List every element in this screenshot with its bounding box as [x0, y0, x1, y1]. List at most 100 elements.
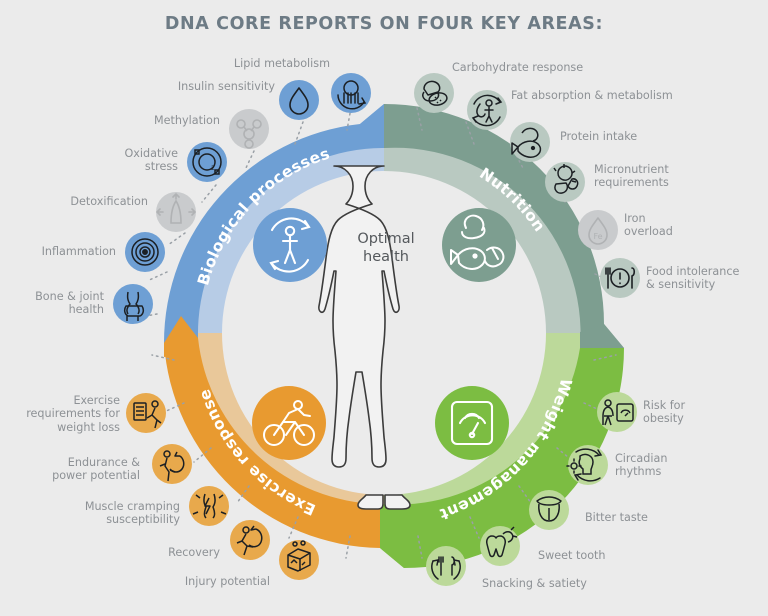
label-endurance-power: Endurance & power potential — [52, 456, 140, 483]
arc-nutrition-path — [384, 104, 624, 348]
label-exercise-requirements: Exercise requirements for weight loss — [26, 394, 120, 434]
label-muscle-cramping: Muscle cramping susceptibility — [84, 500, 180, 527]
label-recovery: Recovery — [168, 546, 220, 559]
oxygen-atom-icon: 2 — [192, 147, 222, 177]
inner-band-nutrition — [384, 123, 594, 333]
label-carbohydrate-response: Carbohydrate response — [452, 61, 584, 74]
satellite-exercise-requirements[interactable] — [126, 393, 166, 433]
person-cycle-icon — [269, 217, 311, 273]
center-line-1: Optimal — [357, 231, 415, 247]
droplet-icon — [289, 87, 309, 115]
detox-arrows-icon — [156, 193, 196, 224]
satellite-carbohydrate-response[interactable] — [414, 73, 454, 113]
satellite-endurance-power[interactable] — [152, 444, 192, 484]
concentric-rings-icon — [131, 238, 159, 266]
molecule-icon — [236, 119, 262, 149]
label-circadian-rhythms: Circadian rhythms — [615, 452, 668, 479]
label-micronutrient-requirements: Micronutrient requirements — [594, 163, 669, 190]
vegetables-icon — [553, 164, 579, 194]
inner-band-weight — [384, 333, 594, 543]
satellite-injury-potential[interactable] — [279, 540, 319, 580]
satellite-snacking-satiety[interactable] — [426, 546, 466, 586]
fish-bread-pill-icon — [450, 214, 505, 270]
label-iron-overload: Iron overload — [624, 212, 673, 239]
arc-biological-arrow-tip — [360, 104, 384, 148]
label-inflammation: Inflammation — [41, 245, 116, 258]
satellite-bone-joint-health[interactable] — [113, 284, 153, 324]
label-methylation: Methylation — [153, 114, 220, 127]
satellite-sweet-tooth[interactable] — [480, 526, 520, 566]
label-bitter-taste: Bitter taste — [585, 511, 648, 524]
label-detoxification: Detoxification — [70, 195, 148, 208]
label-oxidative-stress: Oxidative stress — [124, 147, 179, 174]
endurance-icon — [159, 450, 185, 482]
satellite-risk-obesity[interactable] — [597, 392, 637, 432]
satellite-muscle-cramping[interactable] — [189, 486, 229, 526]
inner-band-biological — [174, 123, 384, 333]
plate-cutlery-icon — [605, 267, 636, 289]
label-bone-joint-health: Bone & joint health — [35, 290, 104, 317]
label-fat-absorption: Fat absorption & metabolism — [511, 89, 673, 102]
cutlery-cycle-icon — [431, 556, 461, 580]
satellite-insulin-sensitivity[interactable] — [279, 80, 319, 120]
svg-text:Fe: Fe — [593, 232, 602, 241]
hub-icon-nutrition[interactable] — [442, 208, 516, 282]
hub-icon-biological[interactable] — [253, 208, 327, 282]
recovery-icon — [236, 525, 263, 556]
label-food-intolerance: Food intolerance & sensitivity — [646, 265, 740, 292]
muscle-cramp-icon — [192, 493, 227, 519]
arc-weight-arrow-tip — [380, 504, 404, 568]
arc-exercise-response[interactable] — [164, 316, 380, 548]
satellite-oxidative-stress[interactable]: 2 — [187, 142, 227, 182]
label-snacking-satiety: Snacking & satiety — [482, 577, 587, 590]
satellite-lipid-metabolism[interactable] — [331, 73, 371, 113]
arc-weight-path — [380, 348, 624, 568]
satellite-iron-overload[interactable]: Fe — [578, 210, 618, 250]
svg-text:2: 2 — [211, 165, 215, 172]
label-injury-potential: Injury potential — [184, 575, 270, 588]
inner-band-exercise — [174, 333, 384, 543]
cyclist-icon — [263, 400, 315, 446]
center-line-2: health — [363, 249, 409, 265]
bathroom-scale-icon — [450, 400, 494, 446]
bread-potato-icon — [422, 80, 448, 106]
arc-weight-management[interactable] — [380, 348, 624, 568]
center-optimal-health: Optimal health — [336, 230, 436, 266]
satellite-recovery[interactable] — [230, 520, 270, 560]
runner-weight-icon — [133, 400, 162, 429]
iron-droplet-icon: Fe — [588, 217, 608, 245]
arc-exercise-path — [164, 338, 380, 548]
inner-light-ring — [174, 123, 594, 543]
satellite-detoxification[interactable] — [156, 192, 196, 232]
hub-icon-weight[interactable] — [435, 386, 509, 460]
head-cycle-icon — [566, 448, 603, 482]
knee-joint-icon — [123, 291, 145, 321]
body-fat-cycle-icon — [471, 94, 503, 127]
label-lipid-metabolism: Lipid metabolism — [233, 57, 330, 70]
label-insulin-sensitivity: Insulin sensitivity — [177, 80, 275, 93]
fish-meat-icon — [511, 127, 542, 158]
lipid-cycle-icon — [337, 80, 367, 110]
satellite-micronutrient[interactable] — [545, 162, 585, 202]
candy-tooth-icon — [486, 526, 518, 558]
satellite-circadian-rhythms[interactable] — [566, 445, 608, 485]
satellite-protein-intake[interactable] — [510, 122, 550, 162]
satellite-bitter-taste[interactable] — [529, 490, 569, 530]
body-silhouette — [318, 165, 411, 510]
satellite-food-intolerance[interactable] — [600, 258, 640, 298]
person-scale-icon — [602, 399, 634, 426]
satellite-inflammation[interactable] — [125, 232, 165, 272]
tongue-icon — [536, 496, 562, 522]
hub-icon-exercise[interactable] — [252, 386, 326, 460]
satellite-methylation[interactable] — [229, 109, 269, 149]
label-sweet-tooth: Sweet tooth — [538, 549, 606, 562]
arc-exercise-arrow-tip — [164, 316, 198, 357]
page-title: DNA CORE REPORTS ON FOUR KEY AREAS: — [164, 14, 604, 34]
arc-nutrition-arrow-tip — [580, 324, 624, 348]
satellite-fat-absorption[interactable] — [467, 90, 507, 130]
label-risk-for-obesity: Risk for obesity — [643, 399, 686, 426]
label-protein-intake: Protein intake — [560, 130, 638, 143]
arc-nutrition[interactable] — [384, 104, 624, 348]
